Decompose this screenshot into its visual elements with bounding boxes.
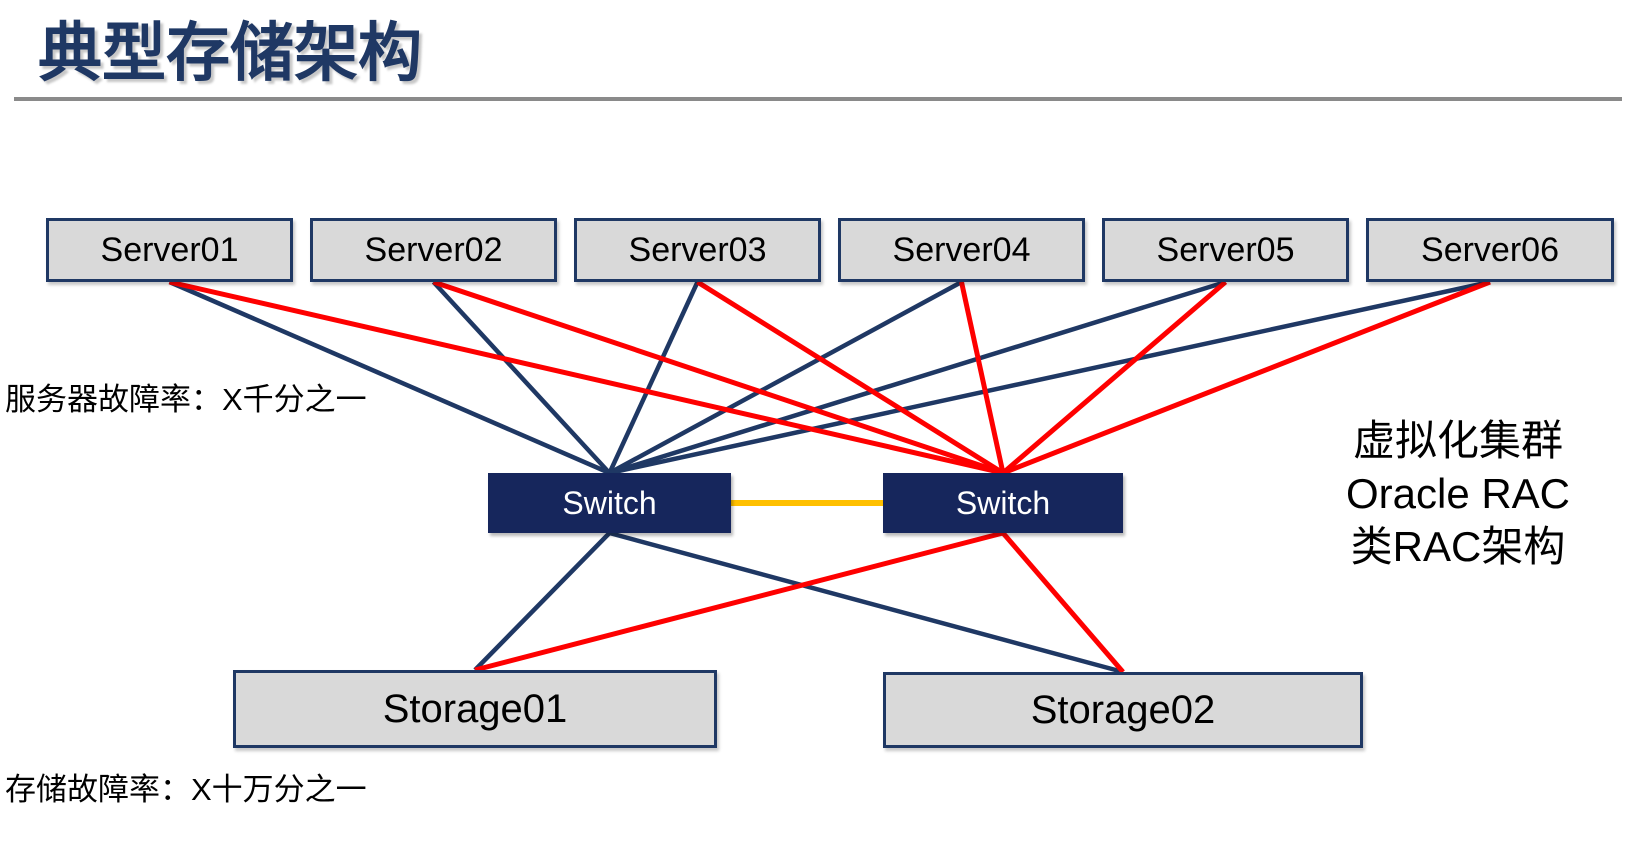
server03-label: Server03 (628, 230, 767, 269)
server04-label: Server04 (892, 230, 1031, 269)
server02-label: Server02 (364, 230, 503, 269)
link-server05-switch-right (1001, 280, 1228, 475)
switch-right-box: Switch (883, 473, 1123, 533)
link-server03-switch-left (607, 281, 700, 474)
link-switch-left-storage01 (473, 531, 612, 672)
server04-box: Server04 (838, 218, 1085, 282)
link-server06-switch-right (1002, 279, 1491, 476)
link-server04-switch-right (959, 281, 1006, 474)
storage02-label: Storage02 (1030, 687, 1216, 732)
server03-box: Server03 (574, 218, 821, 282)
server06-box: Server06 (1366, 218, 1614, 282)
link-switch-right-storage02 (1001, 531, 1125, 674)
link-server06-switch-left (609, 279, 1491, 476)
link-server02-switch-left (431, 280, 612, 475)
switch-right-label: Switch (955, 484, 1051, 521)
switch-left-box: Switch (488, 473, 731, 533)
title-divider (14, 97, 1622, 101)
annotation-line-1: 虚拟化集群 (1352, 417, 1563, 464)
server06-label: Server06 (1421, 230, 1559, 269)
server02-box: Server02 (310, 218, 557, 282)
link-server03-switch-right (696, 279, 1005, 476)
link-server02-switch-right (432, 279, 1004, 476)
storage01-box: Storage01 (233, 670, 717, 748)
storage-fault-rate-label: 存储故障率：X十万分之一 (5, 772, 367, 807)
server01-box: Server01 (46, 218, 293, 282)
server05-label: Server05 (1156, 230, 1295, 269)
switch-left-label: Switch (562, 484, 657, 521)
server-fault-rate-label: 服务器故障率：X千分之一 (5, 382, 367, 417)
page-title: 典型存储架构 (38, 17, 422, 89)
link-switch-right-storage01 (474, 530, 1004, 673)
link-switch-left-storage02 (608, 530, 1124, 675)
link-server05-switch-left (608, 279, 1227, 476)
annotation-line-3: 类RAC架构 (1350, 523, 1566, 570)
link-server01-switch-left (168, 279, 611, 476)
link-server01-switch-right (168, 279, 1004, 476)
annotation-line-2: Oracle RAC (1345, 470, 1571, 517)
storage01-label: Storage01 (382, 686, 568, 731)
cluster-annotation: 虚拟化集群 Oracle RAC 类RAC架构 (1330, 414, 1586, 573)
link-server04-switch-left (608, 280, 963, 475)
server01-label: Server01 (100, 230, 239, 269)
storage02-box: Storage02 (883, 672, 1363, 748)
server05-box: Server05 (1102, 218, 1349, 282)
